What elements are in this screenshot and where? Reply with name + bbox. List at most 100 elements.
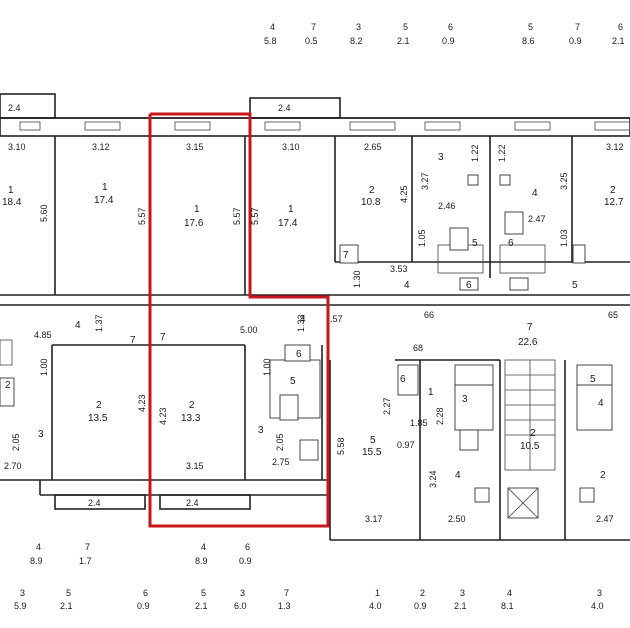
room-number: 2	[610, 185, 616, 196]
room-mark: 4	[455, 470, 461, 481]
room-mark: 6	[296, 349, 302, 360]
bottom-label-n: 4	[507, 588, 512, 598]
dim-label: 66	[424, 310, 434, 320]
room-mark: 4	[300, 314, 306, 325]
dim-label: 5.58	[336, 437, 346, 455]
bottom-label-n: 7	[85, 542, 90, 552]
room-mark: 6	[466, 280, 472, 291]
top-label-v: 0.5	[305, 36, 318, 46]
bottom-labels-row2: 3 5.9 5 2.1 6 0.9 5 2.1 3 6.0 7 1.3 1 4.…	[14, 588, 604, 611]
top-label-v: 0.9	[569, 36, 582, 46]
dim-label: 4.23	[137, 394, 147, 412]
dim-label: 4.85	[34, 330, 52, 340]
room-mark: 4	[532, 188, 538, 199]
bottom-label-n: 7	[284, 588, 289, 598]
room-mark: 4	[404, 280, 410, 291]
dim-label: 4.25	[399, 185, 409, 203]
room-mark: 3	[438, 152, 444, 163]
top-label-v: 2.1	[397, 36, 410, 46]
room-mark: 1	[428, 387, 434, 398]
room-mark: 2	[600, 470, 606, 481]
top-label-n: 4	[270, 22, 275, 32]
dim-label: 3.15	[186, 461, 204, 471]
room-marks: 3 4 5 6 7 7 7 4 4 4 5 3 3 1 4 2 6 6 5 5 …	[5, 152, 606, 481]
room-area: 17.6	[184, 218, 204, 229]
dim-label: 1.22	[497, 144, 507, 162]
top-label-v: 8.6	[522, 36, 535, 46]
dim-label: 3.12	[92, 142, 110, 152]
room-mark: 3	[38, 429, 44, 440]
room-area: 17.4	[278, 218, 298, 229]
dim-label: 1.30	[352, 270, 362, 288]
dim-label: 3.25	[559, 172, 569, 190]
room-mark: 5	[572, 280, 578, 291]
room-area: 17.4	[94, 195, 114, 206]
bottom-label-v: 8.9	[195, 556, 208, 566]
dim-label: 3.27	[420, 172, 430, 190]
room-mark: 3	[462, 394, 468, 405]
dim-label: 3.17	[365, 514, 383, 524]
top-label-n: 6	[448, 22, 453, 32]
dim-label: 2.70	[4, 461, 22, 471]
room-mark: 2	[5, 380, 11, 391]
bottom-label-n: 1	[375, 588, 380, 598]
dim-label: 1.85	[410, 418, 428, 428]
dim-label: 2.46	[438, 201, 456, 211]
bottom-label-n: 3	[460, 588, 465, 598]
bottom-label-v: 6.0	[234, 601, 247, 611]
top-label-n: 7	[311, 22, 316, 32]
room-area: 10.8	[361, 197, 381, 208]
dim-label: 2.50	[448, 514, 466, 524]
bottom-label-v: 8.9	[30, 556, 43, 566]
dim-label: 5.57	[232, 207, 242, 225]
dim-label: 3.12	[606, 142, 624, 152]
room-mark: 6	[508, 238, 514, 249]
room-area: 10.5	[520, 441, 540, 452]
dim-label: 2.75	[272, 457, 290, 467]
dim-label: 2.28	[435, 407, 445, 425]
bottom-label-v: 4.0	[591, 601, 604, 611]
top-label-n: 7	[575, 22, 580, 32]
bottom-label-n: 5	[66, 588, 71, 598]
dim-label: 5.60	[39, 204, 49, 222]
dim-label: .57	[330, 314, 343, 324]
bottom-labels-row1: 4 8.9 7 1.7 4 8.9 6 0.9	[30, 542, 252, 566]
room-area: 18.4	[2, 197, 22, 208]
bottom-label-n: 6	[143, 588, 148, 598]
bottom-label-n: 3	[597, 588, 602, 598]
bottom-label-n: 6	[245, 542, 250, 552]
room-number: 2	[369, 185, 375, 196]
top-label-v: 5.8	[264, 36, 277, 46]
bottom-label-v: 2.1	[454, 601, 467, 611]
top-label-v: 0.9	[442, 36, 455, 46]
dim-label: 3.53	[390, 264, 408, 274]
room-number: 2	[96, 400, 102, 411]
bottom-label-v: 1.3	[278, 601, 291, 611]
dim-label: 1.03	[559, 229, 569, 247]
dim-label: 2.47	[596, 514, 614, 524]
bottom-label-n: 5	[201, 588, 206, 598]
room-number: 1	[194, 204, 200, 215]
top-label-v: 8.2	[350, 36, 363, 46]
room-mark: 5	[590, 374, 596, 385]
room-number: 1	[102, 182, 108, 193]
bottom-label-n: 3	[240, 588, 245, 598]
top-label-n: 5	[528, 22, 533, 32]
room-area: 15.5	[362, 447, 382, 458]
room-area: 12.7	[604, 197, 624, 208]
room-area: 13.5	[88, 413, 108, 424]
dim-label: 3.24	[428, 470, 438, 488]
dim-label: 3.15	[186, 142, 204, 152]
dim-label: 2.47	[528, 214, 546, 224]
dim-label: 2.27	[382, 397, 392, 415]
dim-label: 0.97	[397, 440, 415, 450]
bottom-label-n: 3	[20, 588, 25, 598]
room-mark: 3	[258, 425, 264, 436]
top-label-n: 6	[618, 22, 623, 32]
room-mark: 5	[472, 238, 478, 249]
dim-label: 2.05	[275, 433, 285, 451]
dim-label: 5.00	[240, 325, 258, 335]
bottom-label-v: 2.1	[60, 601, 73, 611]
room-number: 2	[189, 400, 195, 411]
room-mark: 7	[130, 335, 136, 346]
